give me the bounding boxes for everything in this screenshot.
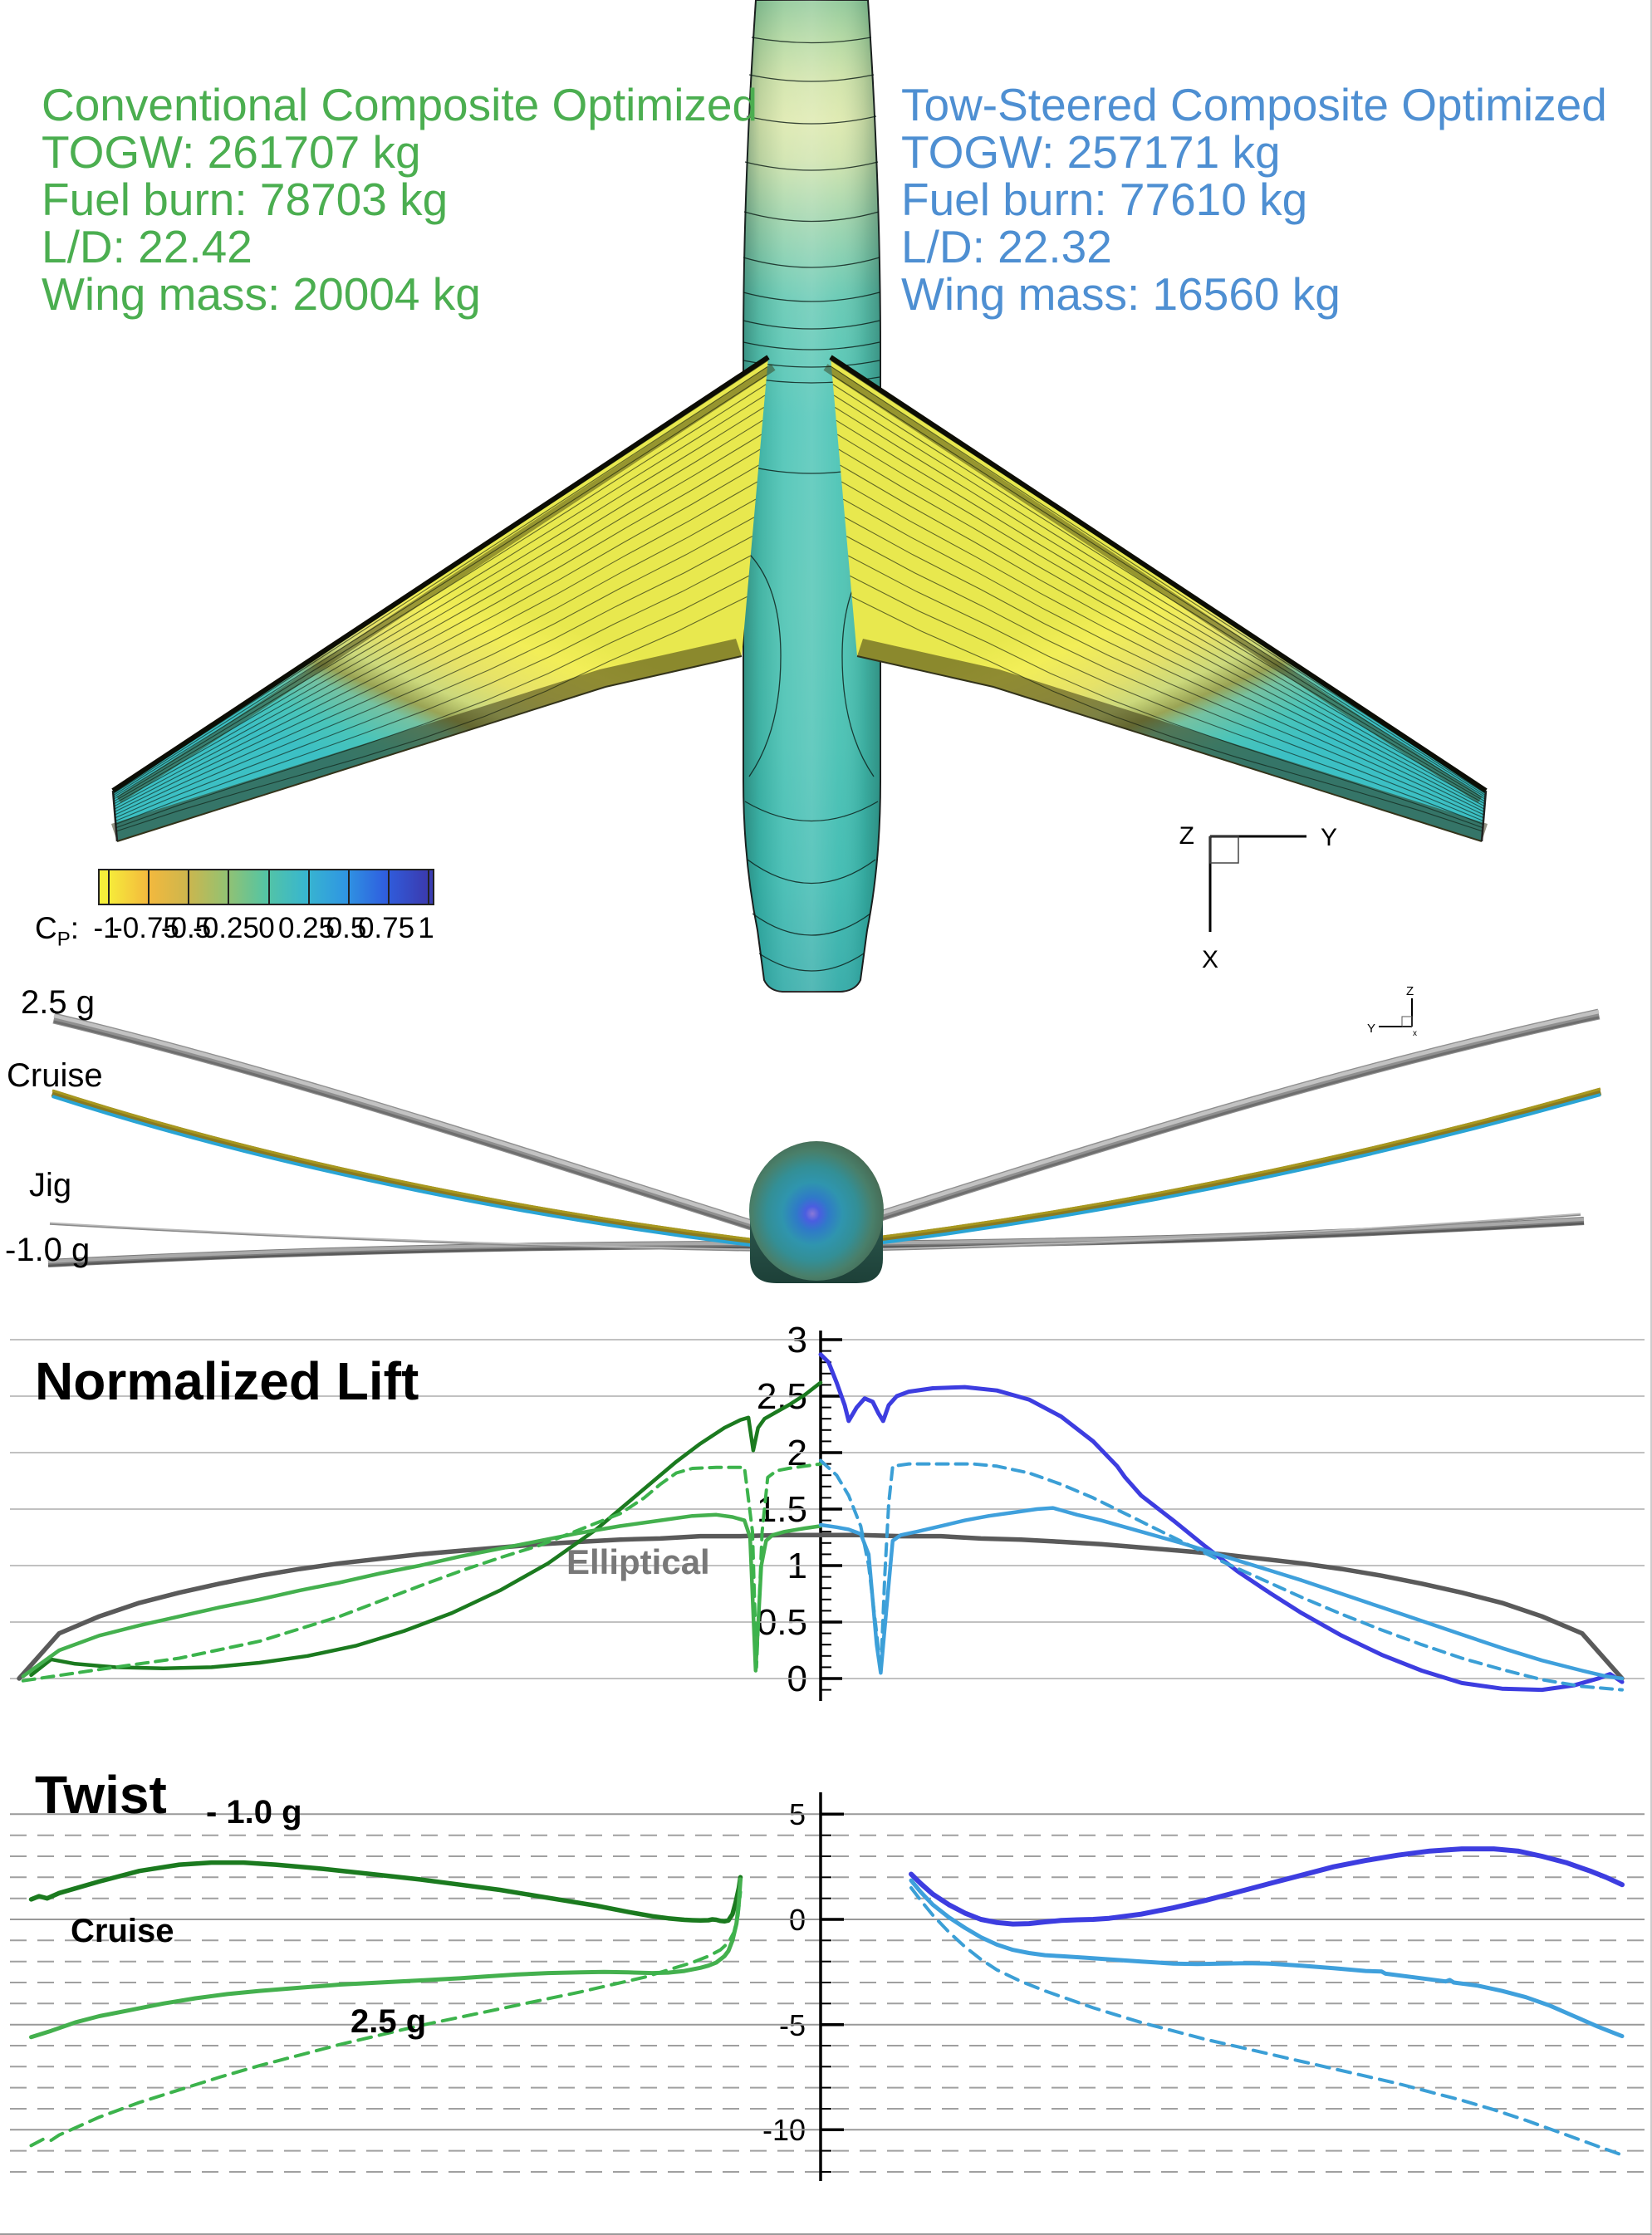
triad-z-label: Z [1179, 822, 1194, 850]
axes-triad-top: Z Y X [1179, 822, 1337, 973]
conventional-title: Conventional Composite Optimized [42, 79, 758, 130]
twist-chart-plot [10, 1792, 1645, 2181]
series-elliptical-reference [17, 1532, 1625, 1681]
lift-chart: 3 2.5 2 1.5 1 0.5 0 [10, 1320, 1645, 1701]
axes-triad-front: Z Y x [1367, 984, 1417, 1038]
fuselage-top-view [743, 0, 881, 993]
cp-colorbar [98, 869, 434, 905]
colorbar-tick-label: -0.75 [113, 912, 179, 944]
colorbar-tick [388, 870, 390, 904]
towsteered-title: Tow-Steered Composite Optimized [901, 79, 1607, 130]
colorbar-tick-label: -1 [93, 912, 120, 944]
triad-x-label: X [1202, 946, 1218, 973]
colorbar-tick-label: -0.25 [193, 912, 259, 944]
conventional-wing-mass: Wing mass: 20004 kg [42, 268, 481, 320]
wing-cp-contours [831, 360, 1487, 832]
lift-chart-plot [10, 1331, 1645, 1701]
conventional-stats-panel: Conventional Composite Optimized TOGW: 2… [42, 81, 757, 318]
twist-label-neg1g: - 1.0 g [206, 1794, 302, 1831]
series-towsteered-dashed [819, 1458, 1624, 1692]
colorbar-tick [188, 870, 189, 904]
front-triad-z-label: Z [1406, 984, 1414, 998]
cp-colorbar-label: CP: [35, 911, 80, 951]
front-label-neg1g: -1.0 g [5, 1232, 91, 1268]
colorbar-tick [148, 870, 150, 904]
left-wing [111, 355, 776, 842]
towsteered-togw: TOGW: 257171 kg [901, 126, 1281, 178]
series-towsteered-light-solid [818, 1506, 1625, 1681]
twist-label-25g: 2.5 g [350, 2003, 427, 2040]
colorbar-tick [228, 870, 229, 904]
towsteered-wing-mass: Wing mass: 16560 kg [901, 268, 1341, 320]
triad-y-label: Y [1321, 824, 1337, 851]
colorbar-tick-label: -0.5 [160, 912, 212, 944]
towsteered-ld: L/D: 22.32 [901, 221, 1112, 272]
fuselage-nose-front-view [749, 1141, 884, 1283]
front-label-25g: 2.5 g [21, 984, 95, 1021]
series-conventional-cruise [29, 1877, 743, 2040]
colorbar-tick-label: 0.25 [277, 912, 336, 944]
colorbar-tick-label: 0.5 [326, 912, 367, 944]
front-view-figure: Z Y x [47, 984, 1602, 1283]
series-conventional-dark-solid [29, 1380, 823, 1678]
right-wing [823, 355, 1488, 842]
colorbar-tick [308, 870, 310, 904]
front-label-cruise: Cruise [7, 1057, 103, 1094]
front-triad-x-label: x [1413, 1029, 1417, 1038]
cp-subscript: P [56, 928, 71, 951]
series-towsteered-dark-solid [818, 1352, 1625, 1693]
colorbar-tick-label: 0.75 [357, 912, 415, 944]
twist-chart-title: Twist [35, 1765, 167, 1825]
series-towsteered-cruise [909, 1878, 1625, 2039]
colorbar-tick [268, 870, 270, 904]
colorbar-tick [428, 870, 429, 904]
towsteered-fuel-burn: Fuel burn: 77610 kg [901, 174, 1308, 225]
planform-figure: Z Y X [111, 0, 1488, 993]
colorbar-tick-label: 1 [418, 912, 434, 944]
series-conventional-25g [29, 1890, 743, 2148]
colorbar-tick [108, 870, 110, 904]
series-conventional-neg1g [28, 1860, 743, 1924]
conventional-fuel-burn: Fuel burn: 78703 kg [42, 174, 449, 225]
twist-label-cruise: Cruise [71, 1913, 174, 1949]
conventional-togw: TOGW: 261707 kg [42, 126, 421, 178]
series-conventional-light-solid [21, 1512, 823, 1679]
wing-cp-contours [112, 360, 768, 832]
twist-chart: 5 0 -5 -10 [10, 1792, 1645, 2181]
series-towsteered-neg1g [909, 1846, 1625, 1927]
series-towsteered-25g [909, 1886, 1624, 2157]
colorbar-tick [348, 870, 350, 904]
elliptical-annotation: Elliptical [566, 1542, 710, 1581]
towsteered-stats-panel: Tow-Steered Composite Optimized TOGW: 25… [901, 81, 1607, 318]
front-label-jig: Jig [29, 1167, 72, 1203]
conventional-ld: L/D: 22.42 [42, 221, 252, 272]
lift-chart-title: Normalized Lift [35, 1351, 419, 1411]
front-triad-y-label: Y [1367, 1022, 1375, 1036]
colorbar-tick-label: 0 [258, 912, 275, 944]
